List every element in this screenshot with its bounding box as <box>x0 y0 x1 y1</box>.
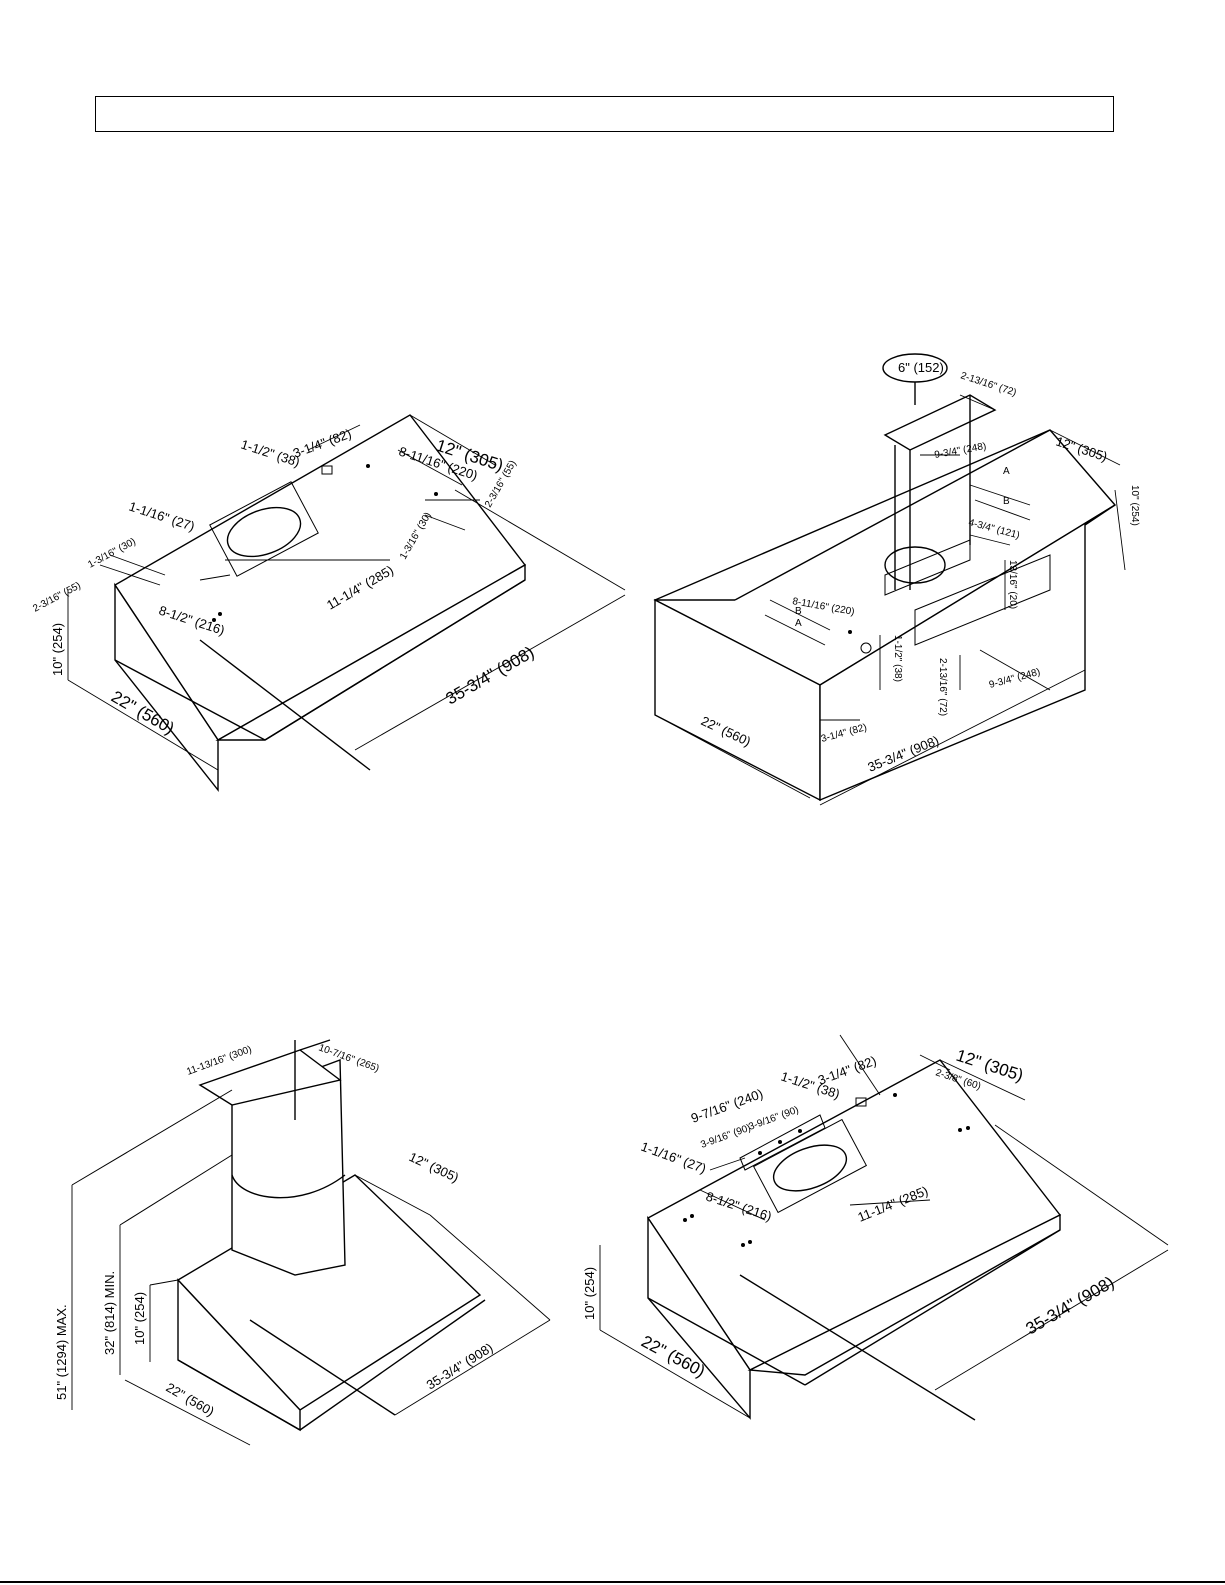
dim-1-1-2-right-label: 1-1/2" (38) <box>892 635 903 682</box>
footer-rule <box>0 1581 1225 1583</box>
dim-height-10-bottom-left-label: 10" (254) <box>132 1292 147 1345</box>
dim-height-10-right-label: 10" (254) <box>1129 485 1140 526</box>
dim-3-9-16-a-label: 3-9/16" (90) <box>699 1123 752 1151</box>
dim-13-16-label: 13/16" (20) <box>1007 560 1018 609</box>
dim-height-51-max-label: 51" (1294) MAX. <box>54 1304 69 1400</box>
dim-1-1-16-bottom-right-label: 1-1/16" (27) <box>639 1139 708 1176</box>
dim-height-10-label: 10" (254) <box>50 623 65 676</box>
duct-6-label: 6" (152) <box>898 360 944 375</box>
label-b-right: B <box>1003 496 1010 507</box>
dim-length-35-bottom-right-label: 35-3/4" (908) <box>1023 1273 1118 1339</box>
dim-3-9-16-b-label: 3-9/16" (90) <box>747 1105 800 1133</box>
dim-11-1-4-bottom-right-label: 11-1/4" (285) <box>856 1183 931 1225</box>
header-title-box <box>95 96 1114 132</box>
dim-height-10-bottom-right-label: 10" (254) <box>582 1267 597 1320</box>
dim-depth-22-bottom-right-label: 22" (560) <box>638 1332 708 1381</box>
dim-2-13-16-b-label: 2-13/16" (72) <box>937 658 948 716</box>
dim-2-3-8-label: 2-3/8" (60) <box>934 1067 982 1092</box>
label-a-right: A <box>1003 466 1010 477</box>
label-b-left: B <box>795 606 802 617</box>
label-a-left: A <box>795 618 802 629</box>
dim-8-1-2-bottom-right-label: 8-1/2" (216) <box>704 1189 774 1224</box>
dim-height-32-min-label: 32" (814) MIN. <box>102 1271 117 1355</box>
